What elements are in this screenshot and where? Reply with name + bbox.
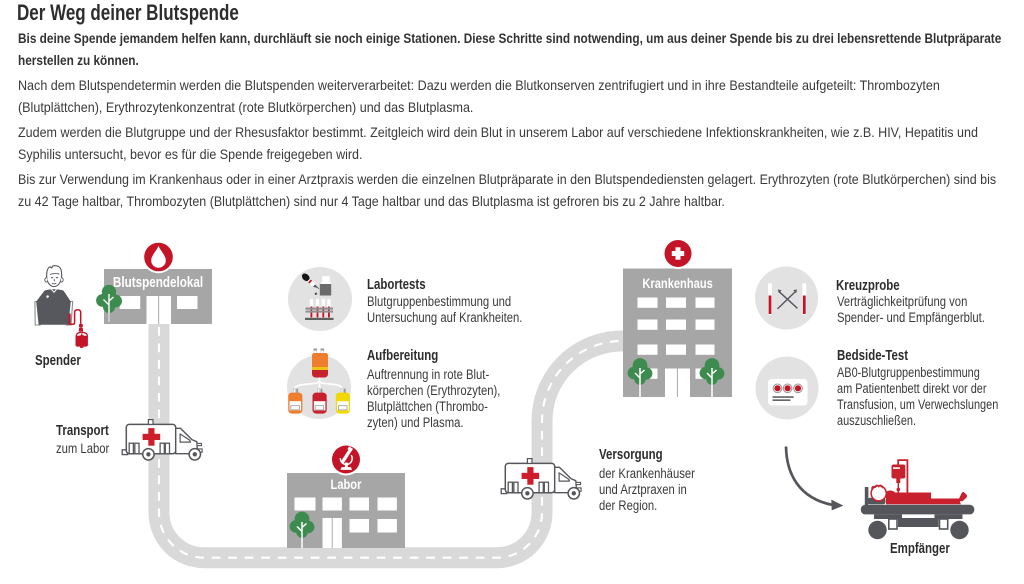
- svg-text:Blutspendelokal: Blutspendelokal: [113, 274, 203, 291]
- svg-text:Labor: Labor: [331, 477, 362, 492]
- svg-text:Krankenhaus: Krankenhaus: [642, 276, 712, 291]
